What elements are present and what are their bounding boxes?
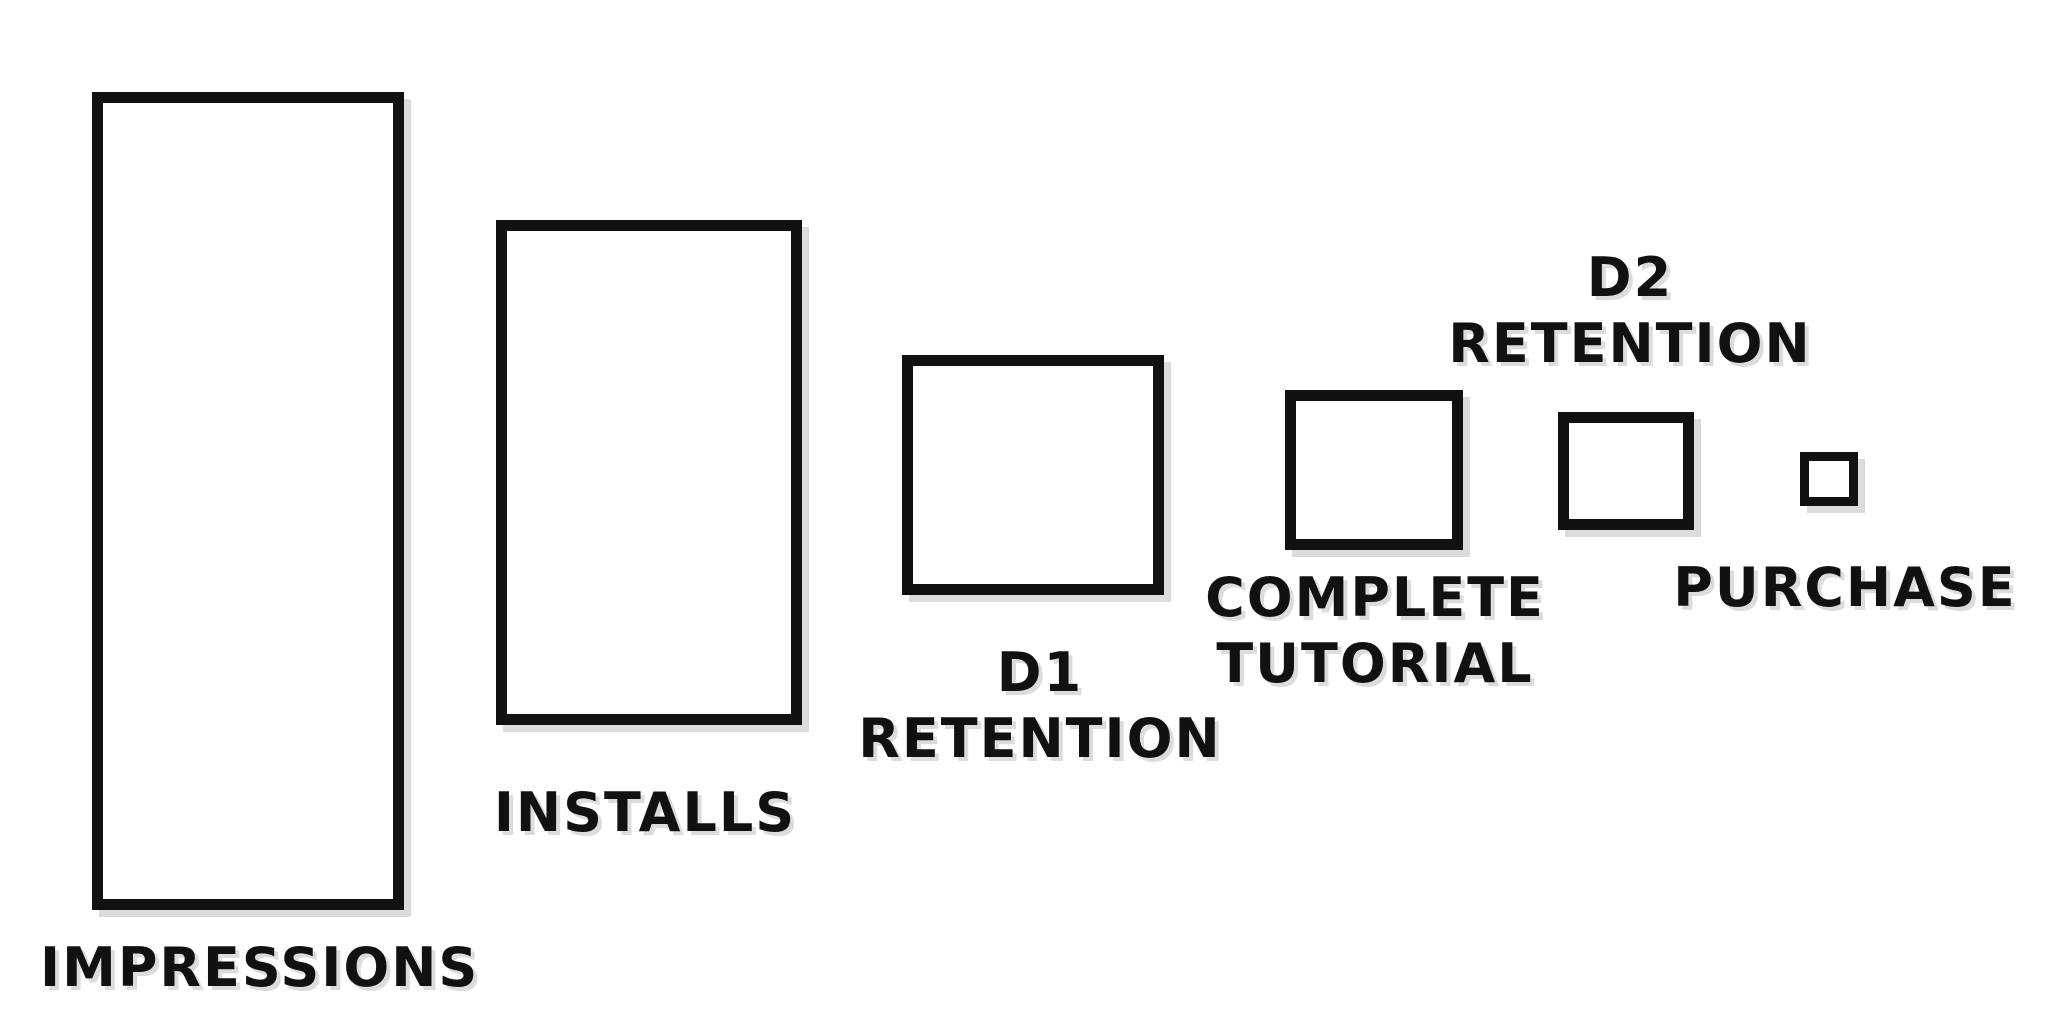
installs-label: INSTALLS — [470, 780, 820, 846]
purchase-label-line-1: PURCHASE — [1673, 556, 2017, 619]
impressions-box — [92, 92, 404, 910]
complete-tutorial-label-line-1: COMPLETE — [1205, 566, 1545, 629]
d1-retention-label: D1 RETENTION — [850, 640, 1230, 772]
d2-retention-box — [1558, 412, 1694, 530]
d2-retention-label-line-2: RETENTION — [1448, 312, 1812, 375]
complete-tutorial-label-line-2: TUTORIAL — [1216, 632, 1534, 695]
d1-retention-box — [902, 355, 1164, 595]
installs-box — [496, 220, 802, 725]
complete-tutorial-box — [1285, 390, 1463, 550]
installs-label-line-1: INSTALLS — [493, 781, 797, 844]
d2-retention-label-line-1: D2 — [1586, 246, 1674, 309]
purchase-box — [1800, 452, 1858, 506]
d1-retention-label-line-2: RETENTION — [858, 707, 1222, 770]
impressions-label: IMPRESSIONS — [40, 935, 480, 1001]
complete-tutorial-label: COMPLETE TUTORIAL — [1200, 565, 1550, 697]
d1-retention-label-line-1: D1 — [996, 641, 1084, 704]
impressions-label-line-1: IMPRESSIONS — [40, 936, 480, 999]
d2-retention-label: D2 RETENTION — [1440, 245, 1820, 377]
purchase-label: PURCHASE — [1670, 555, 2020, 621]
